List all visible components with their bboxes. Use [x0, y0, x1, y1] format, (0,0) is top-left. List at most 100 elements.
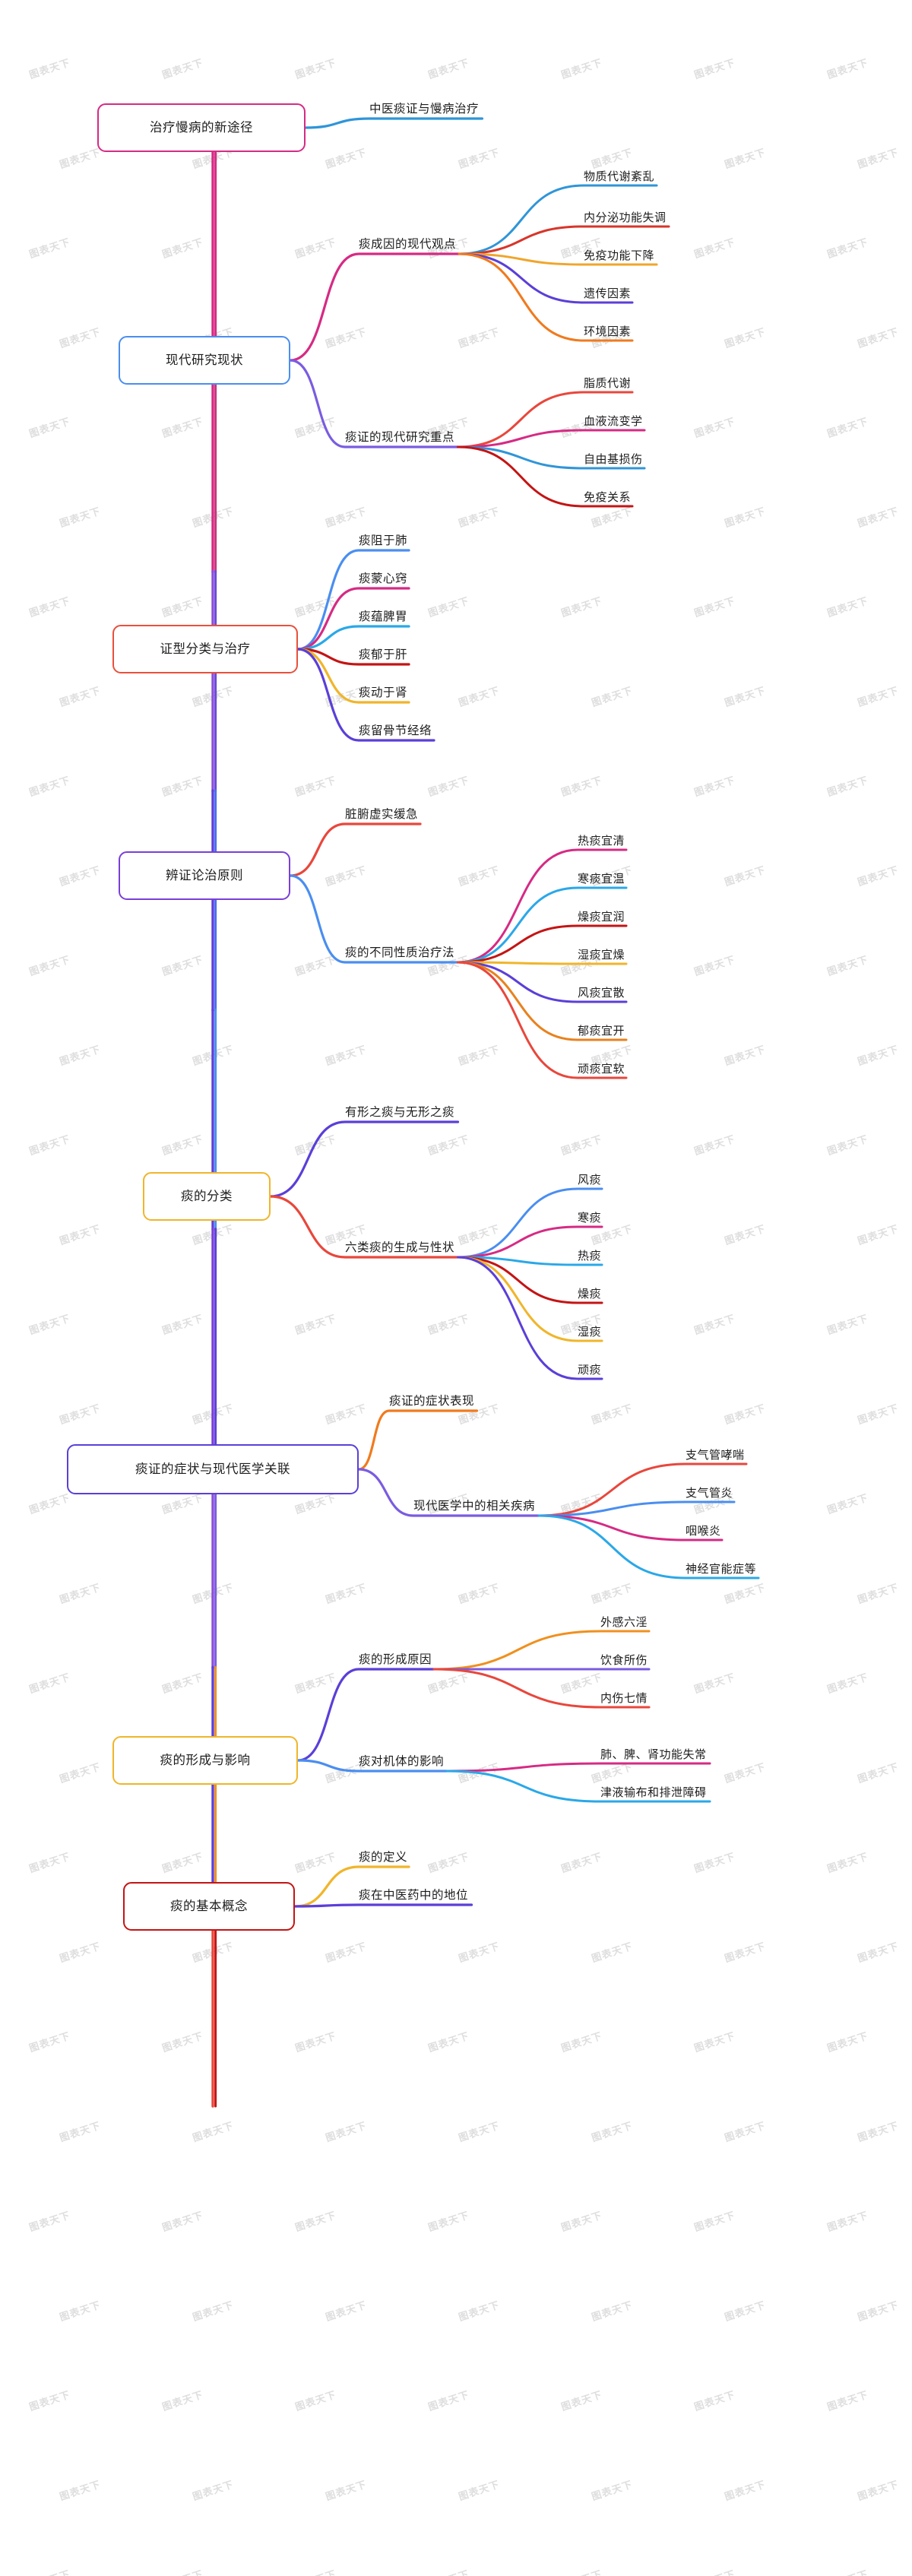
watermark-text: 图表天下 [692, 416, 737, 441]
connector-path [296, 625, 410, 651]
branch-node-phlegm-classification[interactable]: 痰的分类 [143, 1172, 271, 1221]
branch-grandchild-label[interactable]: 自由基损伤 [584, 453, 643, 466]
branch-grandchild-label[interactable]: 神经官能症等 [686, 1563, 757, 1576]
branch-node-formation-influence[interactable]: 痰的形成与影响 [112, 1736, 298, 1785]
watermark-text: 图表天下 [457, 2120, 502, 2145]
watermark-text: 图表天下 [590, 2479, 635, 2504]
branch-grandchild-label[interactable]: 物质代谢紊乱 [584, 170, 655, 183]
branch-grandchild-label[interactable]: 支气管哮喘 [686, 1449, 745, 1462]
branch-grandchild-label[interactable]: 津液输布和排泄障碍 [600, 1786, 707, 1799]
watermark-text: 图表天下 [191, 2120, 236, 2145]
watermark-text: 图表天下 [457, 1582, 502, 1607]
watermark-text: 图表天下 [58, 505, 103, 531]
branch-grandchild-label[interactable]: 寒痰宜温 [578, 873, 625, 886]
watermark-text: 图表天下 [825, 954, 870, 979]
watermark-text: 图表天下 [293, 2030, 338, 2055]
branch-grandchild-label[interactable]: 外感六淫 [600, 1616, 648, 1629]
watermark-text: 图表天下 [160, 2210, 205, 2235]
branch-child-label[interactable]: 痰成因的现代观点 [359, 238, 457, 251]
branch-node-modern-research[interactable]: 现代研究现状 [119, 336, 290, 385]
branch-child-label[interactable]: 痰阻于肺 [359, 534, 408, 547]
branch-grandchild-label[interactable]: 顽痰宜软 [578, 1063, 625, 1076]
connector-path [269, 1120, 460, 1198]
branch-grandchild-label[interactable]: 顽痰 [578, 1364, 602, 1377]
branch-child-label[interactable]: 痰留骨节经络 [359, 724, 432, 737]
branch-grandchild-label[interactable]: 饮食所伤 [600, 1654, 648, 1667]
branch-node-basic-concepts[interactable]: 痰的基本概念 [123, 1882, 295, 1931]
watermark-text: 图表天下 [692, 2210, 737, 2235]
branch-child-label[interactable]: 痰郁于肝 [359, 648, 408, 661]
branch-node-syndrome-types[interactable]: 证型分类与治疗 [112, 625, 298, 673]
watermark-text: 图表天下 [191, 1582, 236, 1607]
branch-grandchild-label[interactable]: 免疫关系 [584, 491, 632, 504]
branch-node-treat-chronic[interactable]: 治疗慢病的新途径 [97, 103, 306, 152]
watermark-text: 图表天下 [27, 2566, 72, 2576]
watermark-text: 图表天下 [825, 775, 870, 800]
watermark-text: 图表天下 [457, 2299, 502, 2324]
branch-grandchild-label[interactable]: 免疫功能下降 [584, 249, 655, 262]
branch-grandchild-label[interactable]: 风痰宜散 [578, 987, 625, 1000]
watermark-text: 图表天下 [293, 1671, 338, 1697]
branch-child-label[interactable]: 有形之痰与无形之痰 [345, 1106, 455, 1119]
watermark-text: 图表天下 [825, 1492, 870, 1517]
branch-child-label[interactable]: 痰的形成原因 [359, 1653, 432, 1666]
branch-grandchild-label[interactable]: 风痰 [578, 1174, 602, 1187]
branch-child-label[interactable]: 痰证的症状表现 [389, 1395, 475, 1408]
branch-node-diagnosis-principle[interactable]: 辨证论治原则 [119, 851, 290, 900]
branch-grandchild-label[interactable]: 脂质代谢 [584, 377, 632, 390]
watermark-text: 图表天下 [160, 2030, 205, 2055]
watermark-text: 图表天下 [825, 2030, 870, 2055]
watermark-text: 图表天下 [559, 595, 604, 620]
branch-grandchild-label[interactable]: 血液流变学 [584, 415, 643, 428]
branch-grandchild-label[interactable]: 环境因素 [584, 325, 632, 338]
watermark-text: 图表天下 [457, 2479, 502, 2504]
branch-grandchild-label[interactable]: 内伤七情 [600, 1692, 648, 1705]
branch-grandchild-label[interactable]: 湿痰 [578, 1326, 602, 1339]
watermark-text: 图表天下 [58, 1761, 103, 1786]
watermark-text: 图表天下 [58, 2299, 103, 2324]
branch-grandchild-label[interactable]: 支气管炎 [686, 1487, 733, 1500]
branch-grandchild-label[interactable]: 燥痰宜润 [578, 911, 625, 924]
branch-child-label[interactable]: 现代医学中的相关疾病 [413, 1500, 536, 1513]
watermark-text: 图表天下 [692, 595, 737, 620]
watermark-text: 图表天下 [856, 147, 901, 172]
branch-child-label[interactable]: 六类痰的生成与性状 [345, 1241, 455, 1254]
branch-grandchild-label[interactable]: 燥痰 [578, 1288, 602, 1301]
connector-path [357, 1409, 479, 1471]
watermark-text: 图表天下 [27, 416, 72, 441]
branch-child-label[interactable]: 痰动于肾 [359, 686, 408, 699]
watermark-text: 图表天下 [426, 2566, 471, 2576]
watermark-text: 图表天下 [559, 2030, 604, 2055]
branch-grandchild-label[interactable]: 内分泌功能失调 [584, 211, 667, 224]
branch-grandchild-label[interactable]: 寒痰 [578, 1212, 602, 1225]
watermark-text: 图表天下 [191, 505, 236, 531]
branch-grandchild-label[interactable]: 湿痰宜燥 [578, 949, 625, 962]
watermark-text: 图表天下 [825, 1671, 870, 1697]
branch-node-symptoms-modern[interactable]: 痰证的症状与现代医学关联 [67, 1444, 359, 1494]
branch-grandchild-label[interactable]: 热痰宜清 [578, 835, 625, 848]
watermark-text: 图表天下 [825, 2566, 870, 2576]
branch-child-label[interactable]: 痰证的现代研究重点 [345, 431, 455, 444]
watermark-text: 图表天下 [160, 236, 205, 261]
branch-grandchild-label[interactable]: 遗传因素 [584, 287, 632, 300]
branch-child-label[interactable]: 痰的不同性质治疗法 [345, 946, 455, 959]
branch-grandchild-label[interactable]: 肺、脾、肾功能失常 [600, 1748, 707, 1761]
watermark-text: 图表天下 [559, 1851, 604, 1876]
branch-child-label[interactable]: 痰的定义 [359, 1851, 408, 1864]
branch-child-label[interactable]: 痰在中医药中的地位 [359, 1889, 469, 1902]
watermark-text: 图表天下 [293, 2566, 338, 2576]
connector-path [289, 822, 422, 877]
branch-grandchild-label[interactable]: 咽喉炎 [686, 1525, 721, 1538]
watermark-text: 图表天下 [58, 1582, 103, 1607]
branch-child-label[interactable]: 痰蕴脾胃 [359, 610, 408, 623]
branch-grandchild-label[interactable]: 热痰 [578, 1250, 602, 1263]
branch-node-label: 现代研究现状 [166, 353, 243, 367]
watermark-text: 图表天下 [692, 236, 737, 261]
connector-path [296, 549, 410, 651]
branch-child-label[interactable]: 脏腑虚实缓急 [345, 808, 419, 821]
branch-child-label[interactable]: 痰蒙心窍 [359, 572, 408, 585]
branch-child-label[interactable]: 痰对机体的影响 [359, 1755, 445, 1768]
branch-child-label[interactable]: 中医痰证与慢病治疗 [369, 103, 480, 116]
branch-grandchild-label[interactable]: 郁痰宜开 [578, 1025, 625, 1038]
